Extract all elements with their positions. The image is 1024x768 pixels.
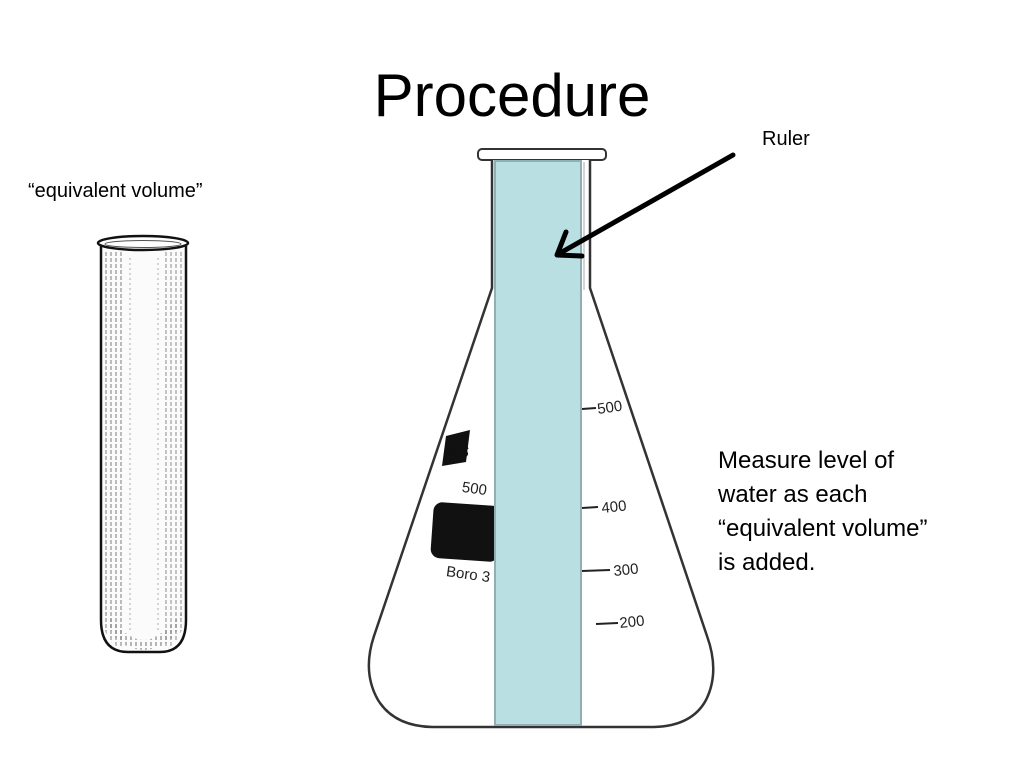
slide-title: Procedure <box>373 62 651 129</box>
ruler-label: Ruler <box>762 128 810 150</box>
measure-line-3: “equivalent volume” <box>718 515 928 542</box>
flask-black-label <box>430 502 502 562</box>
equivalent-volume-label: “equivalent volume” <box>28 180 203 202</box>
ruler-bar <box>494 160 582 726</box>
graduation-label-400: 400 <box>601 497 628 517</box>
test-tube-illustration <box>96 234 190 654</box>
measure-line-4: is added. <box>718 549 816 576</box>
graduation-tick-500 <box>581 407 597 410</box>
flask-graduations: 500 400 300 200 <box>581 398 646 632</box>
graduation-label-300: 300 <box>613 560 640 580</box>
measure-line-2: water as each <box>718 481 868 508</box>
flask-brand-logo: ZS <box>442 430 470 466</box>
graduation-tick-200 <box>595 622 619 625</box>
graduation-tick-400 <box>581 506 599 509</box>
ruler-pointer-arrow <box>554 152 736 259</box>
graduation-label-200: 200 <box>619 612 646 632</box>
flask-small-text: Boro 3 <box>445 563 491 586</box>
flask-brand-text: ZS <box>447 442 470 462</box>
measure-instruction: Measure level of water as each “equivale… <box>718 444 998 580</box>
graduation-tick-300 <box>581 569 611 572</box>
graduation-label-500: 500 <box>596 398 623 418</box>
flask-capacity-text: 500 <box>461 479 488 499</box>
measure-line-1: Measure level of <box>718 447 895 474</box>
